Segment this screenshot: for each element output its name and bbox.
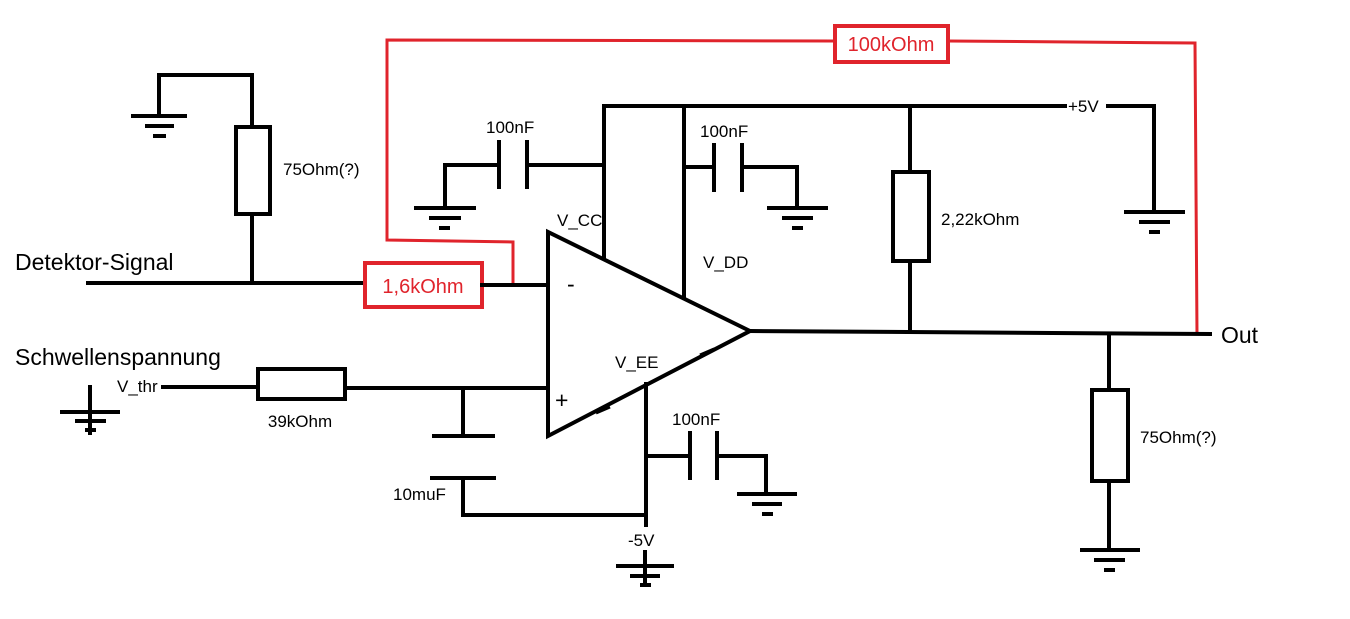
vcc-label: V_CC <box>557 211 602 230</box>
capacitor-vcc: 100nF <box>414 118 606 230</box>
resistor-threshold <box>256 367 347 401</box>
resistor-pullup-label: 2,22kOhm <box>941 210 1019 229</box>
opamp: - + V_CC V_DD V_EE <box>546 211 755 440</box>
output-termination: 75Ohm(?) <box>1080 332 1217 572</box>
resistor-input <box>363 261 484 309</box>
threshold-input: Schwellenspannung V_thr 39kOhm 10muF <box>15 344 648 517</box>
detector-input: Detektor-Signal 1,6kOhm <box>15 249 550 309</box>
resistor-feedback: 100kOhm <box>833 24 950 64</box>
resistor-input-termination-label: 75Ohm(?) <box>283 160 360 179</box>
vdd-label: V_DD <box>703 253 748 272</box>
threshold-label: Schwellenspannung <box>15 344 221 370</box>
capacitor-vee-label: 100nF <box>672 410 720 429</box>
resistor-input-label: 1,6kOhm <box>382 276 463 298</box>
positive-rail: +5V <box>602 97 1185 300</box>
vee-label: V_EE <box>615 353 658 372</box>
resistor-feedback-label: 100kOhm <box>848 34 935 56</box>
capacitor-vee: 100nF <box>644 410 797 516</box>
resistor-pullup <box>891 170 931 263</box>
negative-rail: -5V <box>616 382 674 587</box>
capacitor-vdd: 100nF <box>682 122 828 230</box>
output-label: Out <box>1221 322 1259 348</box>
resistor-threshold-label: 39kOhm <box>268 412 332 431</box>
output-line: Out <box>747 322 1259 348</box>
feedback-path <box>385 38 1199 336</box>
opamp-minus-label: - <box>567 271 575 297</box>
input-termination: 75Ohm(?) <box>131 73 360 285</box>
capacitor-vdd-label: 100nF <box>700 122 748 141</box>
resistor-output-termination <box>1090 388 1130 483</box>
opamp-plus-label: + <box>555 387 568 413</box>
detector-signal-label: Detektor-Signal <box>15 249 174 275</box>
positive-supply-label: +5V <box>1068 97 1099 116</box>
pullup-resistor-branch: 2,22kOhm <box>891 104 1019 333</box>
resistor-output-termination-label: 75Ohm(?) <box>1140 428 1217 447</box>
negative-supply-label: -5V <box>628 531 655 550</box>
capacitor-threshold-label: 10muF <box>393 485 446 504</box>
resistor-input-termination <box>234 125 272 216</box>
capacitor-vcc-label: 100nF <box>486 118 534 137</box>
v-thr-label: V_thr <box>117 377 158 396</box>
